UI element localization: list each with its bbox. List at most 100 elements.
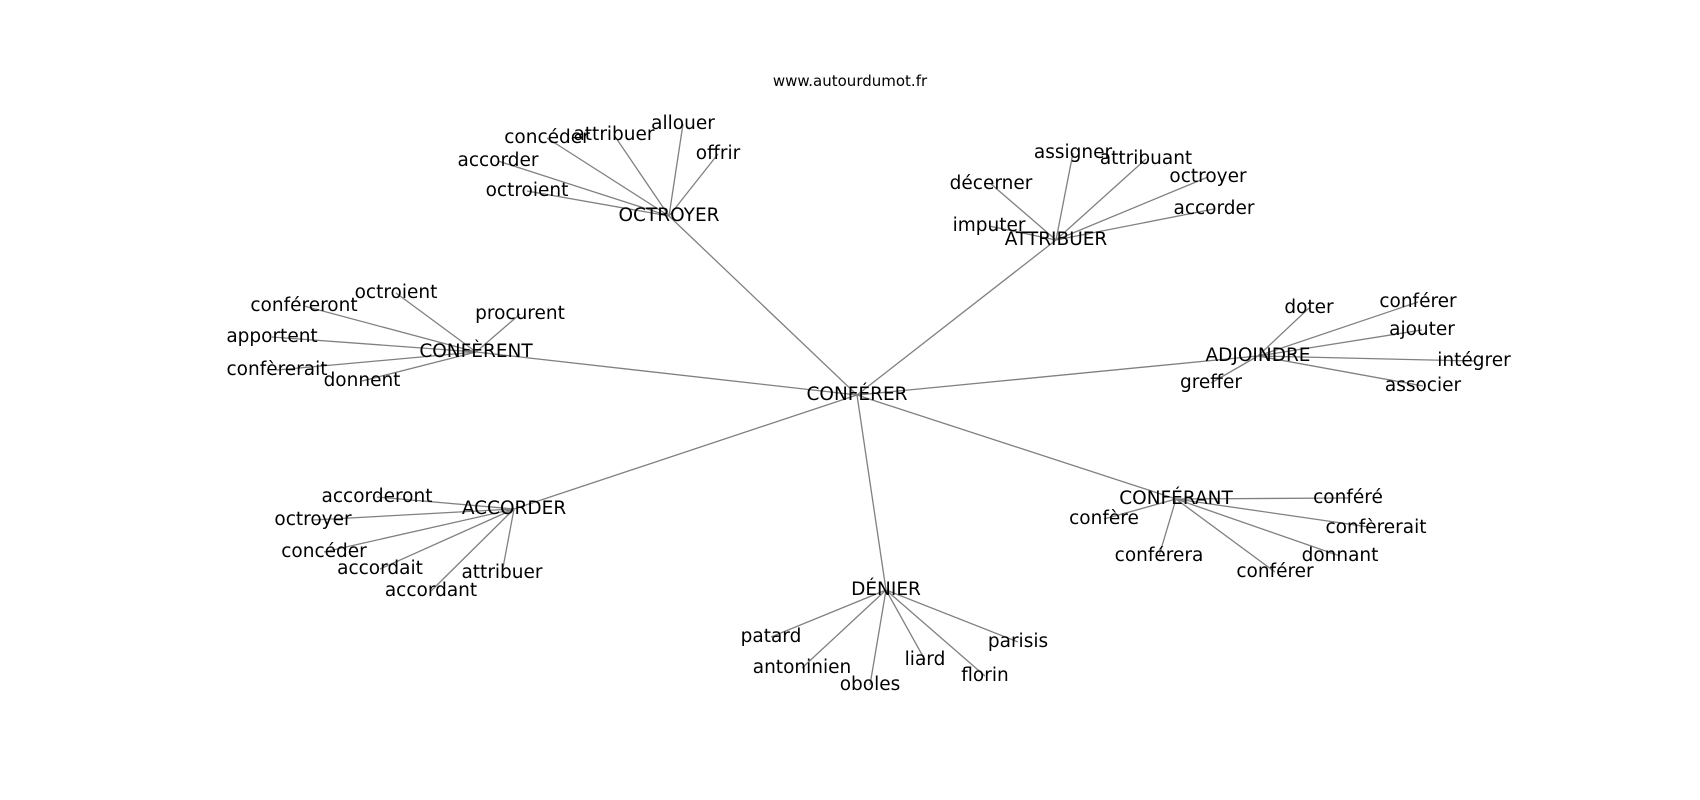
edge-adjoindre-conferer [1257, 301, 1419, 357]
edge-center-conferent [475, 351, 858, 396]
leaf-node-attribuer-imputer: imputer [953, 215, 1026, 236]
edge-accorder-accordant [430, 508, 515, 592]
edge-denier-parisis [885, 589, 1019, 643]
edge-attribuer-attribuant [1055, 158, 1147, 241]
leaf-node-conferant-donnant: donnant [1302, 545, 1379, 566]
edge-accorder-attribuer [501, 508, 515, 574]
edge-accorder-accordait [379, 508, 515, 570]
edge-conferent-donnent [361, 351, 477, 382]
leaf-node-denier-oboles: oboles [840, 674, 901, 695]
edge-center-denier [856, 394, 887, 591]
hub-node-octroyer: OCTROYER [618, 205, 719, 226]
edge-center-conferant [856, 394, 1177, 500]
edge-denier-antoninien [801, 589, 887, 669]
edge-octroyer-allouer [668, 123, 684, 217]
edge-conferent-procurent [475, 313, 521, 353]
leaf-node-denier-antoninien: antoninien [753, 657, 851, 678]
leaf-node-attribuer-octroyer: octroyer [1169, 166, 1247, 187]
leaf-node-accorder-accorderont: accorderont [322, 486, 433, 507]
hub-node-conferant: CONFÉRANT [1119, 487, 1233, 509]
edge-conferant-donnant [1175, 498, 1341, 557]
edge-denier-patard [770, 589, 887, 638]
leaf-node-conferent-donnent: donnent [324, 370, 401, 391]
leaf-node-octroyer-offrir: offrir [696, 143, 741, 164]
leaf-node-adjoindre-ajouter: ajouter [1389, 319, 1455, 340]
leaf-node-octroyer-allouer: allouer [651, 113, 715, 134]
leaf-node-conferent-procurent: procurent [475, 303, 565, 324]
leaf-node-denier-florin: florin [961, 665, 1008, 686]
leaf-node-octroyer-conceder: concéder [504, 127, 590, 148]
graph-edges [271, 123, 1475, 686]
leaf-node-accorder-accordait: accordait [337, 558, 423, 579]
edge-center-attribuer [856, 239, 1057, 396]
edge-conferent-confereront [303, 305, 477, 353]
edge-denier-liard [885, 589, 926, 661]
leaf-node-accorder-accordant: accordant [385, 580, 477, 601]
edge-adjoindre-ajouter [1257, 329, 1423, 357]
leaf-node-adjoindre-doter: doter [1284, 297, 1334, 318]
edge-octroyer-octroient [526, 190, 670, 217]
graph-labels: CONFÉREROCTROYERallouerattribuerconcéder… [226, 113, 1511, 695]
edge-accorder-accorderont [376, 496, 515, 510]
hub-node-attribuer: ATTRIBUER [1005, 229, 1108, 250]
edge-adjoindre-doter [1257, 307, 1310, 357]
leaf-node-accorder-octroyer: octroyer [274, 509, 352, 530]
leaf-node-accorder-conceder: concéder [281, 541, 367, 562]
leaf-node-attribuer-assigner: assigner [1034, 142, 1113, 163]
edge-conferant-conferer [1175, 498, 1276, 573]
leaf-node-octroyer-accorder: accorder [457, 150, 538, 171]
edge-octroyer-conceder [546, 137, 670, 217]
leaf-node-conferant-confere: confère [1069, 508, 1139, 529]
leaf-node-conferant-confererait: confèrerait [1325, 517, 1426, 538]
edge-center-adjoindre [856, 355, 1259, 396]
edge-conferent-apportent [271, 336, 477, 353]
leaf-node-conferent-confereront: conféreront [250, 295, 357, 316]
hub-node-denier: DÉNIER [851, 578, 921, 600]
leaf-node-denier-liard: liard [905, 649, 946, 670]
center-node-conferer: CONFÉRER [806, 383, 907, 405]
edge-accorder-conceder [323, 508, 515, 553]
leaf-node-denier-patard: patard [741, 626, 802, 647]
leaf-node-attribuer-accorder: accorder [1173, 198, 1254, 219]
hub-node-adjoindre: ADJOINDRE [1205, 345, 1310, 366]
leaf-node-denier-parisis: parisis [988, 631, 1048, 652]
edge-octroyer-accorder [497, 160, 670, 217]
leaf-node-octroyer-attribuer: attribuer [573, 124, 654, 145]
hub-node-conferent: CONFÈRENT [419, 340, 533, 362]
leaf-node-conferant-confere: conféré [1313, 487, 1383, 508]
edge-center-accorder [513, 394, 858, 510]
edge-conferant-confererait [1175, 498, 1377, 529]
edge-attribuer-accorder [1055, 208, 1215, 241]
edge-attribuer-octroyer [1055, 176, 1209, 241]
edge-adjoindre-associer [1257, 355, 1424, 387]
leaf-node-adjoindre-greffer: greffer [1180, 372, 1242, 393]
watermark-text: www.autourdumot.fr [772, 72, 928, 90]
edge-adjoindre-greffer [1210, 355, 1259, 384]
edge-denier-oboles [869, 589, 887, 686]
leaf-node-conferent-octroient: octroient [355, 282, 438, 303]
leaf-node-conferent-apportent: apportent [226, 326, 317, 347]
leaf-node-accorder-attribuer: attribuer [461, 562, 542, 583]
edge-center-octroyer [668, 215, 858, 396]
edge-denier-florin [885, 589, 986, 677]
edge-conferant-confere [1103, 498, 1177, 520]
edge-octroyer-attribuer [613, 134, 670, 217]
edge-attribuer-imputer [988, 225, 1057, 241]
edge-conferent-octroient [395, 292, 477, 353]
leaf-node-octroyer-octroient: octroient [486, 180, 569, 201]
leaf-node-conferent-confererait: confèrerait [226, 359, 327, 380]
leaf-node-adjoindre-conferer: conférer [1379, 291, 1457, 312]
leaf-node-conferant-conferera: conférera [1115, 545, 1204, 566]
hub-node-accorder: ACCORDER [462, 498, 567, 519]
leaf-node-adjoindre-associer: associer [1385, 375, 1462, 396]
edge-conferant-confere [1175, 497, 1349, 500]
edge-conferent-confererait [276, 351, 477, 371]
leaf-node-adjoindre-integrer: intégrer [1437, 350, 1511, 371]
edge-adjoindre-integrer [1257, 355, 1475, 362]
edge-conferant-conferera [1158, 498, 1177, 557]
edge-octroyer-offrir [668, 153, 719, 217]
edge-accorder-octroyer [312, 508, 515, 521]
leaf-node-conferant-conferer: conférer [1236, 561, 1314, 582]
edge-attribuer-assigner [1055, 152, 1074, 241]
